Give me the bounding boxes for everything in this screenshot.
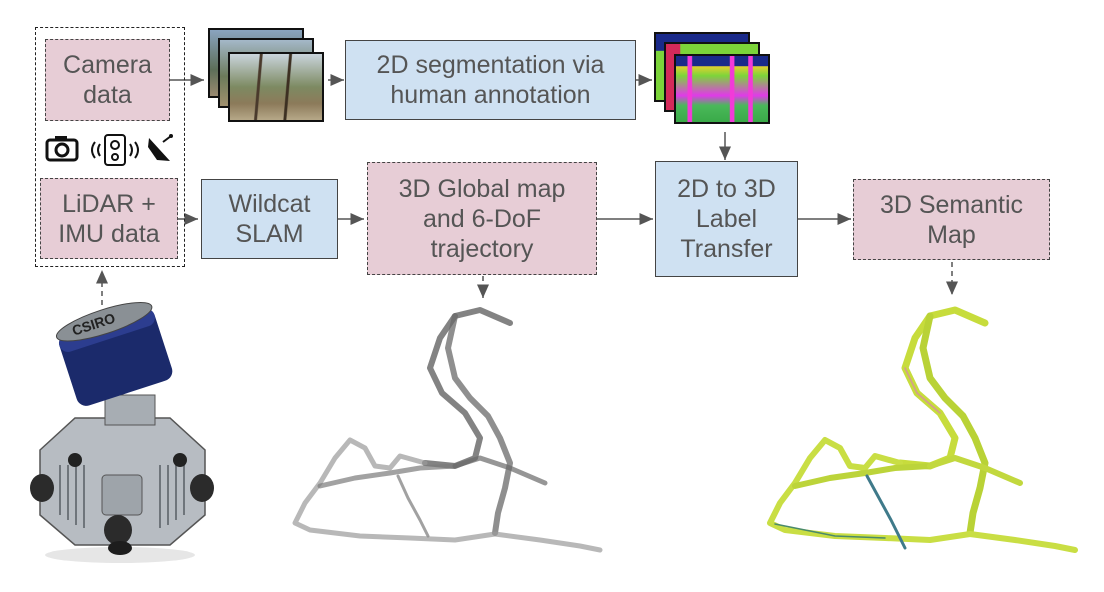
global-map-node: 3D Global map and 6-DoF trajectory [367,162,597,275]
camera-images [208,28,333,128]
semantic-map-pointcloud [767,306,1078,553]
lidar-imu-node: LiDAR + IMU data [40,178,178,259]
label-transfer-node: 2D to 3D Label Transfer [655,161,798,277]
sensor-icons [45,134,173,166]
lidar-device: CSIRO [30,302,214,563]
global-map-pointcloud [292,307,603,553]
mask-image [674,54,770,124]
camera-icon [45,136,79,162]
lidar-icon [91,134,139,166]
camera-data-node: Camera data [45,39,170,121]
segmentation-node: 2D segmentation via human annotation [345,40,636,120]
wildcat-slam-node: Wildcat SLAM [201,179,338,259]
forest-photo [228,52,324,122]
sensor-group [35,27,185,267]
semantic-map-node: 3D Semantic Map [853,179,1050,260]
segmentation-masks [654,32,784,132]
imu-icon [148,134,173,161]
